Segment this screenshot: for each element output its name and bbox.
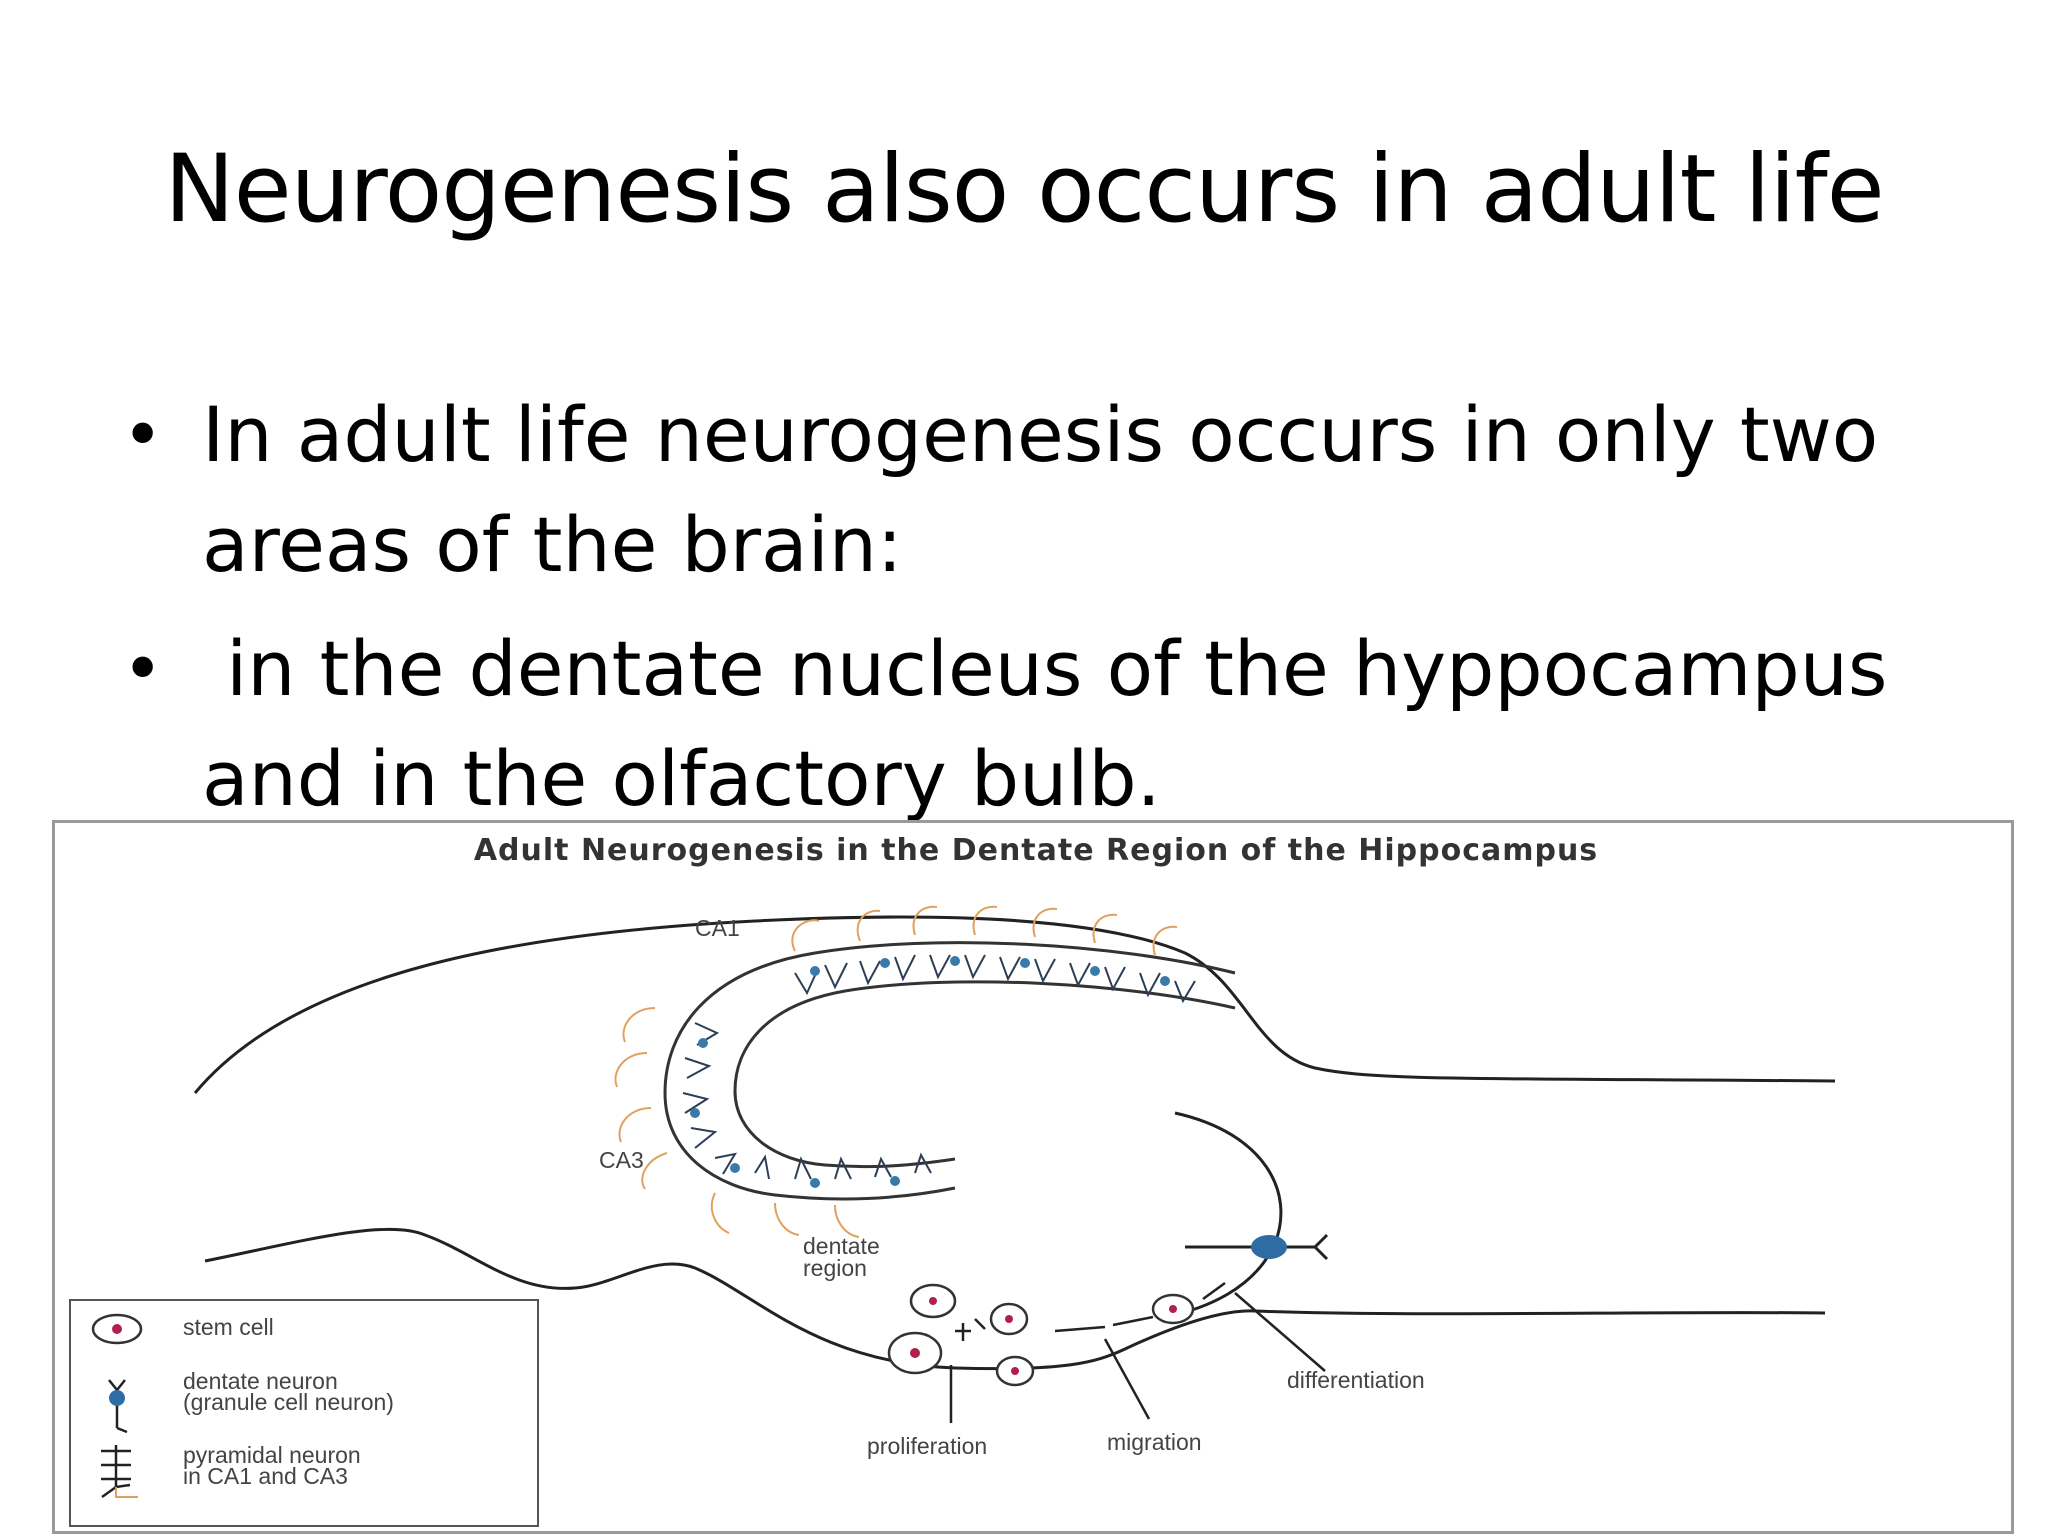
- label-dentate-region: dentate region: [803, 1233, 880, 1281]
- bullet-dot: •: [122, 628, 164, 710]
- bullet-line: in the dentate nucleus of the hyppocampu…: [202, 624, 1888, 713]
- brain-outline-upper: [193, 915, 1836, 1094]
- bullet-line: In adult life neurogenesis occurs in onl…: [202, 390, 1879, 479]
- label-ca3: CA3: [599, 1147, 644, 1173]
- dentate-neuron-soma: [1251, 1235, 1287, 1259]
- hippocampus-diagram: [91, 905, 1836, 1499]
- ca-band-outer: [663, 941, 1236, 1201]
- label-dentate-line: dentate: [803, 1233, 880, 1259]
- pyramidal-cell-layer: [682, 954, 1196, 1180]
- bullet-item: • In adult life neurogenesis occurs in o…: [120, 380, 1980, 600]
- slide-title: Neurogenesis also occurs in adult life: [164, 135, 1884, 244]
- hippocampus-figure: Adult Neurogenesis in the Dentate Region…: [52, 820, 2014, 1534]
- pointer-lines: [949, 1292, 1326, 1423]
- legend-line: in CA1 and CA3: [183, 1463, 348, 1489]
- bullet-line: areas of the brain:: [202, 500, 903, 589]
- dentate-gyrus-arc: [1164, 1111, 1283, 1319]
- figure-title: Adult Neurogenesis in the Dentate Region…: [473, 833, 1599, 868]
- label-ca1: CA1: [695, 915, 740, 941]
- legend-line: pyramidal neuron: [183, 1442, 361, 1468]
- cell-division-marks: [955, 1281, 1226, 1341]
- legend: [69, 1299, 539, 1527]
- bullet-item: • in the dentate nucleus of the hyppocam…: [120, 614, 1980, 834]
- legend-pyramidal-neuron: pyramidal neuron in CA1 and CA3: [183, 1442, 361, 1489]
- legend-line: dentate neuron: [183, 1368, 338, 1394]
- label-dentate-line: region: [803, 1255, 867, 1281]
- legend-stem-cell: stem cell: [183, 1314, 274, 1340]
- bullet-dot: •: [122, 394, 164, 476]
- legend-icons: [91, 1313, 143, 1499]
- legend-line: (granule cell neuron): [183, 1389, 394, 1415]
- brain-outline-lower: [204, 1227, 1826, 1371]
- ca-band-inner: [733, 980, 1236, 1169]
- pyramidal-somas: [690, 956, 1170, 1188]
- stem-cell-nuclei: [910, 1297, 1177, 1375]
- axon-fibers: [614, 905, 1178, 1238]
- bullet-list: • In adult life neurogenesis occurs in o…: [120, 380, 1980, 848]
- bullet-line: and in the olfactory bulb.: [202, 734, 1161, 823]
- label-migration: migration: [1107, 1429, 1202, 1455]
- label-proliferation: proliferation: [867, 1433, 988, 1459]
- legend-dentate-neuron: dentate neuron (granule cell neuron): [183, 1368, 394, 1415]
- label-differentiation: differentiation: [1287, 1367, 1425, 1393]
